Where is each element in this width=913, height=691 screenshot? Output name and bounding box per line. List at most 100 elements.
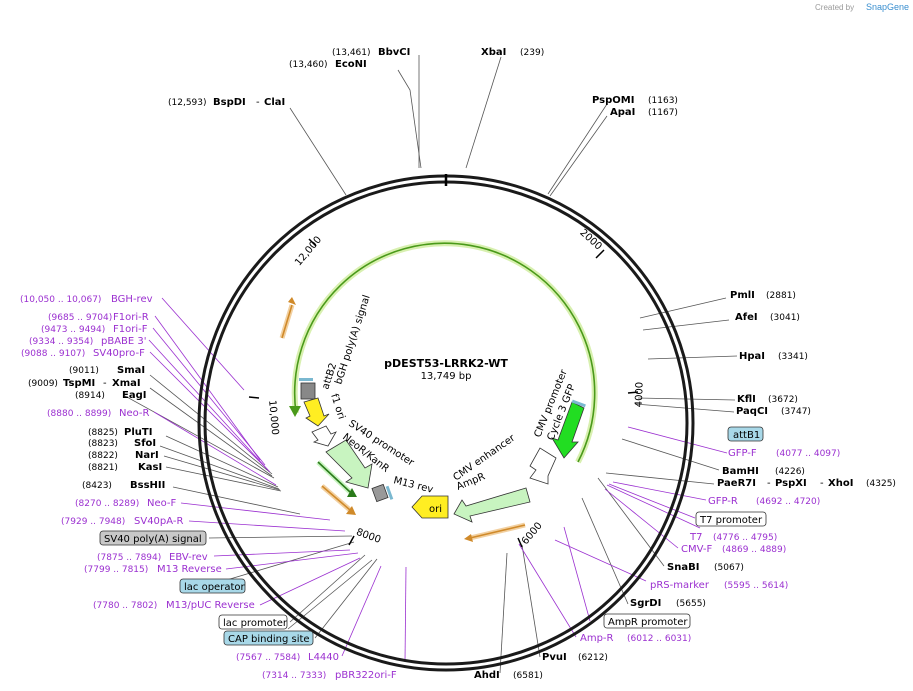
primer-neof-name: Neo-F xyxy=(147,498,177,509)
tick-label-8000: 8000 xyxy=(355,527,383,546)
f1ori-label: f1 ori xyxy=(328,393,347,421)
primer-f1orif-name: F1ori-F xyxy=(113,324,148,335)
primer-pbr322-range: (7314 .. 7333) xyxy=(262,671,326,681)
cmv-enhancer-arrow xyxy=(529,447,557,485)
primer-labels-left[interactable]: (10,050 .. 10,067) BGH-rev (9685 .. 9704… xyxy=(20,294,397,681)
tick-label-4000: 4000 xyxy=(634,382,646,408)
m13-box xyxy=(371,483,389,503)
primer-f1orir-range: (9685 .. 9704) xyxy=(48,313,112,323)
sv40polya-label: SV40 poly(A) signal xyxy=(104,534,202,545)
enzyme-econi-name: EcoNI xyxy=(335,59,367,70)
enzyme-pmli-pos: (2881) xyxy=(766,291,796,301)
enzyme-sgrdi-name: SgrDI xyxy=(630,598,661,609)
enzyme-apai-pos: (1167) xyxy=(648,108,678,118)
ampr-arrow xyxy=(453,487,531,523)
enzyme-apai-name: ApaI xyxy=(610,107,635,118)
enzyme-econi-pos: (13,460) xyxy=(289,60,328,70)
primer-l4440-range: (7567 .. 7584) xyxy=(236,653,300,663)
primer-neor-name: Neo-R xyxy=(119,408,150,419)
sv40polya-box xyxy=(99,530,207,546)
attb2-marker xyxy=(299,378,313,381)
cmv-enhancer-label: CMV enhancer xyxy=(451,432,518,483)
bgh-label: bGH poly(A) signal xyxy=(333,294,372,386)
primer-t7-range: (4776 .. 4795) xyxy=(713,533,777,543)
enzyme-bbvci-name: BbvCI xyxy=(378,47,410,58)
boxed-feature-labels[interactable]: attB1 T7 promoter AmpR promoter SV40 pol… xyxy=(99,426,767,646)
enzyme-ahdi-name: AhdI xyxy=(474,670,500,681)
enzyme-paer7i-name: PaeR7I xyxy=(717,478,756,489)
primer-pbr322-name: pBR322ori-F xyxy=(335,670,397,681)
enzyme-pspxi-name: PspXI xyxy=(775,478,807,489)
enzyme-kfli-name: KflI xyxy=(737,394,756,405)
enzyme-bspdi-name: BspDI xyxy=(213,97,246,108)
primer-sv40par-range: (7929 .. 7948) xyxy=(61,517,125,527)
primer-ampr-range: (6012 .. 6031) xyxy=(627,634,691,644)
primer-labels-right[interactable]: GFP-F (4077 .. 4097) GFP-R (4692 .. 4720… xyxy=(580,448,840,644)
backbone-ring xyxy=(197,174,695,672)
enzyme-xmai-name: XmaI xyxy=(112,378,141,389)
enzyme-eagi-pos: (8914) xyxy=(75,391,105,401)
enzyme-xbai-pos: (239) xyxy=(520,48,544,58)
neokanr-arrow xyxy=(325,439,373,489)
enzyme-pspomi-pos: (1163) xyxy=(648,96,678,106)
primer-m13reverse-name: M13 Reverse xyxy=(157,564,222,575)
primer-f1orif-range: (9473 .. 9494) xyxy=(41,325,105,335)
attb1-box xyxy=(727,426,764,442)
attb1-marker xyxy=(571,399,586,408)
enzyme-smai-name: SmaI xyxy=(117,365,145,376)
enzyme-xhoi-name: XhoI xyxy=(828,478,853,489)
f1ori-arrow xyxy=(303,397,330,427)
capsite-label: CAP binding site xyxy=(228,634,310,645)
enzyme-kasi-name: KasI xyxy=(138,462,162,473)
primer-ebvrev-name: EBV-rev xyxy=(169,552,208,563)
primer-gfpr-range: (4692 .. 4720) xyxy=(756,497,820,507)
lacoperator-label: lac operator xyxy=(184,582,245,593)
enzyme-bbvci-pos: (13,461) xyxy=(332,48,371,58)
sv40-arrow xyxy=(316,460,357,497)
major-ticks xyxy=(248,238,639,548)
m13-marker xyxy=(385,485,394,500)
primer-neor-range: (8880 .. 8899) xyxy=(47,409,111,419)
primer-m13reverse-range: (7799 .. 7815) xyxy=(84,565,148,575)
enzyme-paqci-name: PaqCI xyxy=(736,406,768,417)
plasmid-size: 13,749 bp xyxy=(421,371,472,382)
primer-gfpf-name: GFP-F xyxy=(728,448,757,459)
enzyme-bsshii-pos: (8423) xyxy=(82,481,112,491)
enzyme-eagi-name: EagI xyxy=(122,390,146,401)
capsite-box xyxy=(223,630,314,646)
enzyme-smai-pos: (9011) xyxy=(69,366,99,376)
credit-prefix: Created by xyxy=(815,3,854,12)
enzyme-kfli-pos: (3672) xyxy=(768,395,798,405)
tick-label-10000: 10,000 xyxy=(266,400,280,436)
enzyme-pmli-name: PmlI xyxy=(730,290,755,301)
primer-pbabe3-range: (9334 .. 9354) xyxy=(29,337,93,347)
primer-cmvf-range: (4869 .. 4889) xyxy=(722,545,786,555)
enzyme-bsshii-name: BssHII xyxy=(130,480,165,491)
lrrk2-insert-arc xyxy=(293,242,596,463)
primer-prsmarker-name: pRS-marker xyxy=(650,580,710,591)
enzyme-pluti-name: PluTI xyxy=(124,427,152,438)
amprpromoter-label: AmpR promoter xyxy=(608,617,688,628)
enzyme-pspomi-name: PspOMI xyxy=(592,95,634,106)
enzyme-pvui-name: PvuI xyxy=(542,652,567,663)
primer-ampr-name: Amp-R xyxy=(580,633,614,644)
t7promoter-label: T7 promoter xyxy=(699,515,763,526)
enzyme-bamhi-pos: (4226) xyxy=(775,467,805,477)
enzyme-snabi-name: SnaBI xyxy=(667,562,699,573)
primer-m13puc-name: M13/pUC Reverse xyxy=(166,600,255,611)
primer-ebvrev-range: (7875 .. 7894) xyxy=(97,553,161,563)
enzyme-labels-left[interactable]: SmaI (9011) (9009) TspMI - XmaI (8914) E… xyxy=(28,365,165,491)
primer-leader-lines xyxy=(148,297,728,663)
enzyme-pluti-pos: (8825) xyxy=(88,428,118,438)
lacpromoter-label: lac promoter xyxy=(223,618,288,629)
enzyme-labels-top[interactable]: (13,461) BbvCI (13,460) EcoNI XbaI (239)… xyxy=(168,47,678,118)
enzyme-clai-name: ClaI xyxy=(264,97,285,108)
enzyme-snabi-pos: (5067) xyxy=(714,563,744,573)
primer-gfpf-range: (4077 .. 4097) xyxy=(776,449,840,459)
enzyme-ahdi-pos: (6581) xyxy=(513,671,543,681)
enzyme-paer7i-sep1: - xyxy=(767,478,771,489)
enzyme-labels-right[interactable]: PmlI (2881) AfeI (3041) HpaI (3341) KflI… xyxy=(474,290,896,681)
primer-f1orir-name: F1ori-R xyxy=(113,312,149,323)
lrrk2-arrowhead xyxy=(289,406,301,417)
